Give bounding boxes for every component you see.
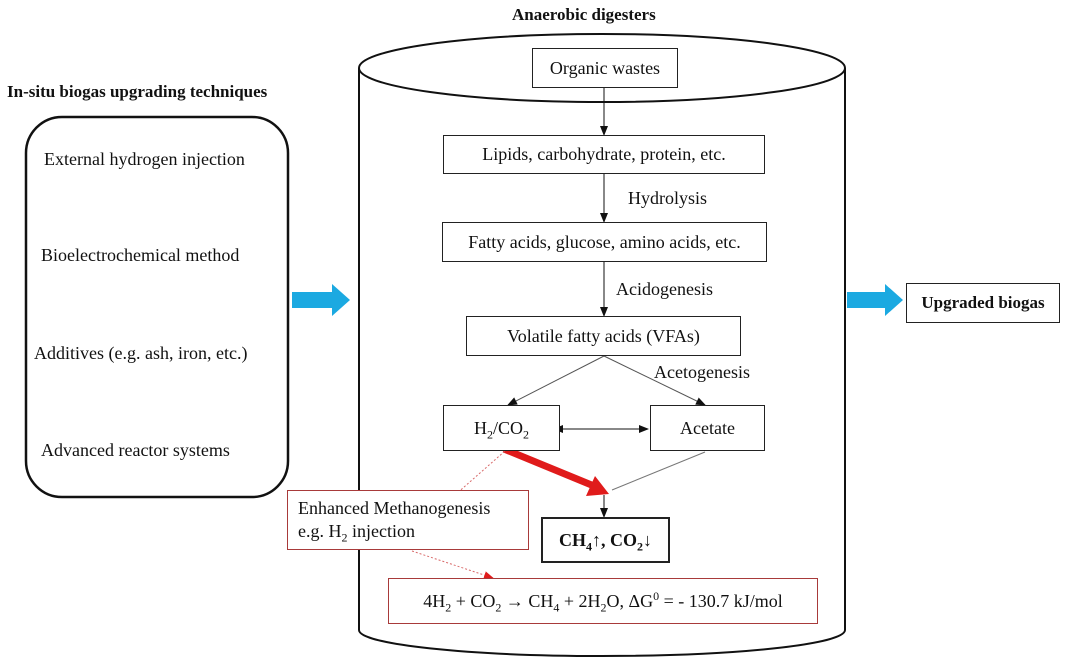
products-text: CH4↑, CO2↓	[559, 529, 652, 554]
enhanced-line2: e.g. H2 injection	[298, 521, 415, 545]
red-enhanced-arrowhead	[586, 476, 609, 496]
hydrolysis-label: Hydrolysis	[628, 188, 708, 208]
acetogenesis-label: Acetogenesis	[654, 362, 750, 382]
digester-cylinder	[358, 33, 846, 657]
equation-text: 4H2 + CO2 → CH4 + 2H2O, ΔG0 = - 130.7 kJ…	[423, 588, 783, 615]
techniques-title: In-situ biogas upgrading techniques	[7, 82, 268, 101]
input-blue-arrow	[292, 284, 350, 316]
monomers-box: Fatty acids, glucose, amino acids, etc.	[442, 222, 767, 262]
enhanced-methanogenesis-box: Enhanced Methanogenesis e.g. H2 injectio…	[287, 490, 529, 550]
h2co2-text: H2/CO2	[473, 417, 529, 442]
digesters-title: Anaerobic digesters	[512, 5, 656, 24]
dotted-link-equation	[411, 550, 494, 579]
h2co2-box: H2/CO2	[443, 405, 560, 451]
vfa-box: Volatile fatty acids (VFAs)	[466, 316, 741, 356]
dotted-link-h2co2	[454, 450, 506, 496]
arrow-vfa-to-h2co2	[507, 355, 605, 406]
output-blue-arrow	[847, 284, 903, 316]
arrow-vfa-to-acetate	[603, 355, 706, 406]
equation-box: 4H2 + CO2 → CH4 + 2H2O, ΔG0 = - 130.7 kJ…	[388, 578, 818, 624]
techniques-panel	[24, 115, 290, 499]
acetate-box: Acetate	[650, 405, 765, 451]
enhanced-line1: Enhanced Methanogenesis	[298, 497, 491, 518]
red-enhanced-arrow	[502, 445, 596, 490]
acidogenesis-label: Acidogenesis	[616, 279, 713, 299]
products-box: CH4↑, CO2↓	[541, 517, 670, 563]
technique-item: Additives (e.g. ash, iron, etc.)	[34, 343, 248, 363]
technique-item: Advanced reactor systems	[41, 440, 230, 460]
upgraded-biogas-box: Upgraded biogas	[906, 283, 1060, 323]
technique-item: External hydrogen injection	[44, 149, 245, 169]
polymers-box: Lipids, carbohydrate, protein, etc.	[443, 135, 765, 174]
arrow-acetate-to-products	[611, 451, 706, 491]
organic-wastes-box: Organic wastes	[532, 48, 678, 88]
technique-item: Bioelectrochemical method	[41, 245, 240, 265]
